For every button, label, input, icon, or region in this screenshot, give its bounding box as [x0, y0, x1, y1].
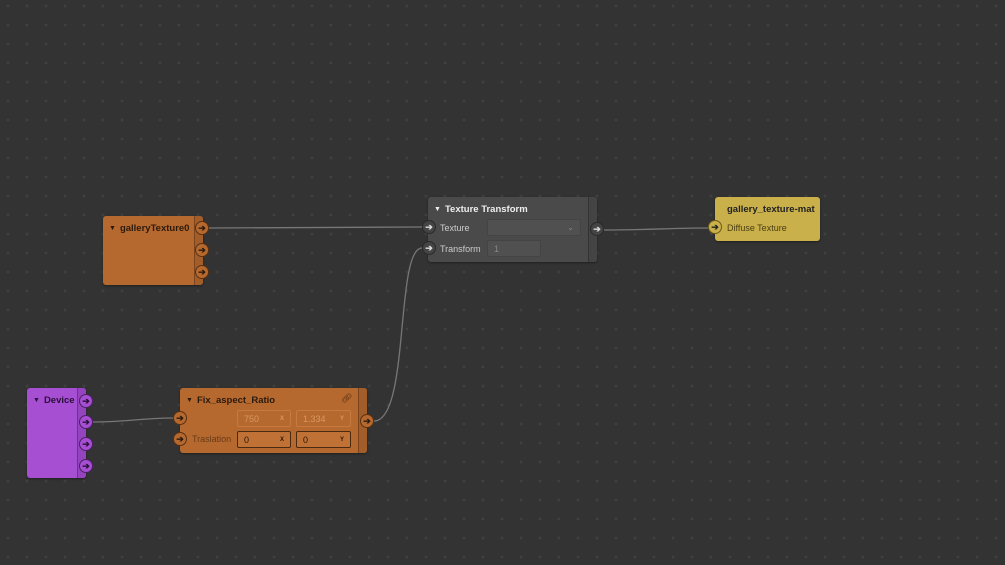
- output-port[interactable]: ➔: [195, 265, 209, 279]
- field-value: 0: [244, 434, 250, 445]
- input-port[interactable]: ➔: [173, 411, 187, 425]
- field-value: 750: [244, 413, 260, 424]
- node-title: ▼galleryTexture0: [109, 223, 189, 234]
- wire-texture-to-material: [603, 227, 709, 231]
- diffuse-texture-label: Diffuse Texture: [727, 223, 787, 233]
- output-port[interactable]: ➔: [360, 414, 374, 428]
- node-device[interactable]: ▼Device ➔ ➔ ➔ ➔: [27, 388, 93, 478]
- triangle-down-icon[interactable]: ▼: [33, 397, 40, 404]
- texture-label: Texture: [440, 223, 470, 233]
- input-port[interactable]: ➔: [422, 220, 436, 234]
- node-title-text: Device: [43, 395, 75, 406]
- node-gallery-texture0[interactable]: ▼galleryTexture0 ➔ ➔ ➔: [103, 216, 209, 285]
- field-value: 1: [494, 243, 500, 254]
- wire-gallery-to-texture: [208, 226, 423, 229]
- axis-label: Y: [339, 415, 344, 422]
- output-port[interactable]: ➔: [79, 437, 93, 451]
- field-value: 1.334: [303, 413, 326, 424]
- node-title-text: Texture Transform: [444, 204, 528, 215]
- node-title-text: galleryTexture0: [119, 223, 190, 234]
- axis-label: Y: [339, 436, 344, 443]
- output-port[interactable]: ➔: [195, 243, 209, 257]
- node-title: ▼Fix_aspect_Ratio: [186, 395, 275, 406]
- transform-field[interactable]: 1: [487, 240, 541, 257]
- output-port[interactable]: ➔: [79, 459, 93, 473]
- chevron-down-icon: ⌄: [567, 223, 574, 232]
- node-title: ▼Texture Transform: [434, 204, 528, 215]
- output-strip: [77, 388, 86, 478]
- input-port[interactable]: ➔: [708, 220, 722, 234]
- output-port[interactable]: ➔: [590, 222, 604, 236]
- node-material[interactable]: gallery_texture-mat ➔ Diffuse Texture: [708, 197, 820, 241]
- node-title-text: Fix_aspect_Ratio: [196, 395, 276, 406]
- link-icon[interactable]: 🔗︎: [341, 393, 353, 403]
- triangle-down-icon[interactable]: ▼: [109, 225, 116, 232]
- node-title: gallery_texture-mat: [727, 204, 815, 215]
- node-texture-transform[interactable]: ▼Texture Transform ➔ ➔ ➔ Texture ⌄ Trans…: [422, 197, 604, 262]
- axis-label: X: [279, 415, 284, 422]
- texture-dropdown[interactable]: ⌄: [487, 219, 581, 236]
- field-value: 0: [303, 434, 309, 445]
- size-y-field[interactable]: 1.334 Y: [296, 410, 351, 427]
- output-port[interactable]: ➔: [79, 415, 93, 429]
- size-x-field[interactable]: 750 X: [237, 410, 291, 427]
- triangle-down-icon[interactable]: ▼: [186, 397, 193, 404]
- transform-label: Transform: [440, 244, 481, 254]
- output-port[interactable]: ➔: [195, 221, 209, 235]
- output-port[interactable]: ➔: [79, 394, 93, 408]
- wire-device-to-fix: [92, 417, 174, 423]
- wire-fix-to-transform: [373, 247, 423, 422]
- input-port[interactable]: ➔: [173, 432, 187, 446]
- triangle-down-icon[interactable]: ▼: [434, 206, 441, 213]
- input-port[interactable]: ➔: [422, 241, 436, 255]
- translation-label: Traslation: [192, 434, 232, 444]
- axis-label: X: [279, 436, 284, 443]
- node-title: ▼Device: [33, 395, 75, 406]
